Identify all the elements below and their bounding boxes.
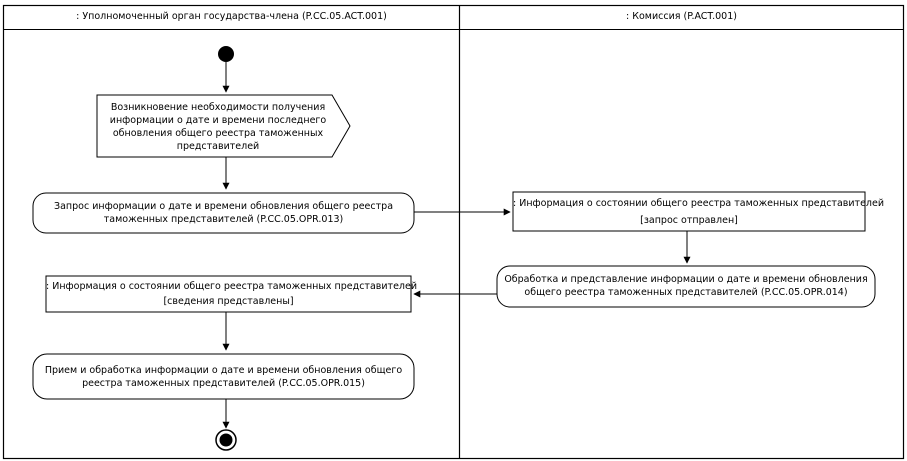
- final-node-inner: [219, 433, 233, 447]
- action1-text: Запрос информации о дате и времени обнов…: [33, 200, 414, 226]
- action2-shape: [496, 265, 876, 308]
- action3-line: Прием и обработка информации о дате и вр…: [44, 365, 403, 376]
- swimlane-frame: [2, 4, 905, 460]
- action1-line: Запрос информации о дате и времени обнов…: [53, 201, 394, 212]
- action2-line: Обработка и представление информации о д…: [504, 274, 868, 285]
- action3-text: Прием и обработка информации о дате и вр…: [33, 364, 414, 390]
- signal-line: Возникновение необходимости получения: [110, 102, 326, 113]
- object1-shape: [512, 191, 866, 232]
- object1-state: [запрос отправлен]: [640, 215, 738, 226]
- signal-text: Возникновение необходимости получения ин…: [100, 101, 336, 153]
- action1-line: таможенных представителей (P.CC.05.OPR.0…: [103, 214, 344, 225]
- object2-state: [сведения представлены]: [163, 296, 294, 307]
- signal-line: представителей: [176, 141, 260, 152]
- signal-shape: [96, 94, 351, 158]
- object1-text: : Информация о состоянии общего реестра …: [513, 197, 885, 227]
- signal-line: информации о дате и времени последнего: [109, 115, 327, 126]
- object2-name: : Информация о состоянии общего реестра …: [46, 281, 418, 292]
- action3-shape: [32, 353, 415, 400]
- object1-name: : Информация о состоянии общего реестра …: [513, 198, 885, 209]
- signal-line: обновления общего реестра таможенных: [112, 128, 324, 139]
- object2-shape: [45, 275, 412, 313]
- object2-text: : Информация о состоянии общего реестра …: [46, 280, 418, 308]
- action2-text: Обработка и представление информации о д…: [497, 273, 875, 299]
- action1-shape: [32, 192, 415, 234]
- action3-line: реестра таможенных представителей (P.CC.…: [82, 378, 365, 389]
- initial-node: [218, 46, 234, 62]
- action2-line: общего реестра таможенных представителей…: [524, 287, 848, 298]
- lane-title-commission: : Комиссия (P.ACT.001): [626, 11, 737, 22]
- lane-title-member-state: : Уполномоченный орган государства-члена…: [76, 11, 387, 22]
